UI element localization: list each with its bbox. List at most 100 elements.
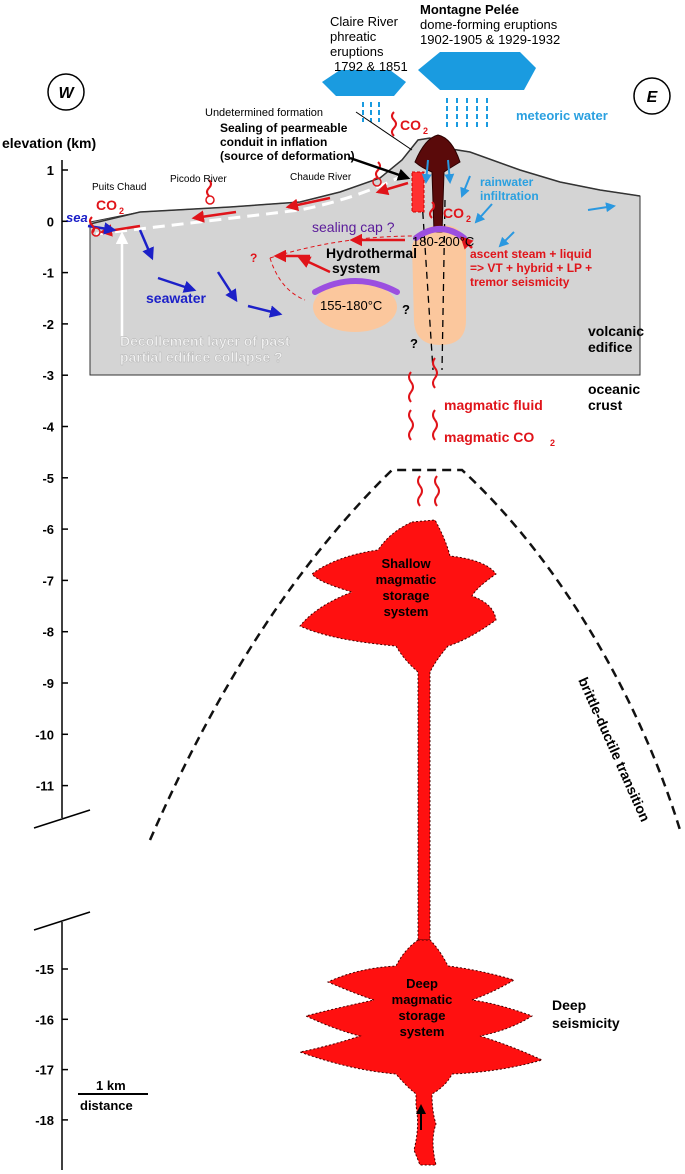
- elevation-tick-label: -1: [42, 266, 54, 281]
- vent-circle-picodo: [205, 195, 215, 205]
- rain-drops-pelee: [446, 98, 488, 130]
- elevation-tick-label: 1: [47, 163, 54, 178]
- axis-break-mark-upper: [33, 809, 91, 829]
- svg-text:2: 2: [466, 214, 471, 224]
- sealing-cap-label: sealing cap ?: [312, 219, 395, 235]
- ground-surface-line: [89, 137, 641, 225]
- seawater-label: seawater: [146, 290, 206, 306]
- magmatic-co2-label: magmatic CO 2: [444, 429, 555, 448]
- scale-bar-value: 1 km: [96, 1078, 126, 1093]
- svg-text:Claire River: Claire River: [330, 14, 399, 29]
- conduit-line-left: [421, 199, 434, 371]
- vent-circle-chaude: [372, 177, 382, 187]
- vent-squiggle-chaude: [375, 161, 381, 179]
- svg-text:dome-forming eruptions: dome-forming eruptions: [420, 17, 558, 32]
- svg-text:conduit in inflation: conduit in inflation: [220, 135, 327, 149]
- rain-arrow-1: [460, 175, 471, 198]
- elevation-deep-tick-label: -18: [35, 1113, 54, 1128]
- rain-arrow-6: [444, 159, 455, 184]
- picodo-river-label: Picodo River: [170, 174, 227, 185]
- svg-text:CO: CO: [443, 205, 464, 221]
- elevation-deep-tick-label: -15: [35, 962, 54, 977]
- sealing-cap-left: [312, 278, 400, 295]
- axis-title: elevation (km): [2, 135, 96, 151]
- svg-text:eruptions: eruptions: [330, 44, 384, 59]
- svg-text:CO: CO: [96, 197, 117, 213]
- seawater-arrow-4: [216, 271, 238, 303]
- svg-text:magmatic: magmatic: [392, 992, 453, 1007]
- svg-text:magmatic: magmatic: [376, 572, 437, 587]
- svg-text:storage: storage: [383, 588, 430, 603]
- svg-text:Sealing of pearmeable: Sealing of pearmeable: [220, 121, 348, 135]
- elevation-tick-label: -11: [36, 779, 54, 794]
- vent-squiggle-picodo: [206, 179, 212, 197]
- brittle-ductile-transition-line: [148, 468, 682, 841]
- svg-text:(source of deformation): (source of deformation): [220, 149, 355, 163]
- deep-seismicity-label-2: seismicity: [552, 1015, 620, 1031]
- axis-ticks-upper: 10-1-2-3-4-5-6-7-8-9-10-11: [35, 163, 68, 794]
- elevation-tick-label: -2: [42, 317, 54, 332]
- vent-circle-puits: [91, 227, 101, 237]
- svg-text:system: system: [384, 604, 429, 619]
- temp-left-label: 155-180°C: [320, 298, 382, 313]
- decollement-label-2: partial edifice collapse ?: [120, 349, 283, 365]
- question-mark-2: ?: [410, 336, 418, 351]
- svg-text:=> VT + hybrid + LP +: => VT + hybrid + LP +: [470, 261, 592, 275]
- shallow-storage-label: Shallow magmatic storage system: [376, 556, 437, 619]
- vent-squiggle-summit: [391, 111, 397, 137]
- svg-text:magmatic CO: magmatic CO: [444, 429, 534, 445]
- brittle-ductile-label: brittle-ductile transition: [575, 675, 653, 824]
- seawater-arrow-2: [138, 229, 154, 261]
- callout-sealing: [349, 156, 411, 181]
- elevation-deep-tick-label: -17: [35, 1063, 54, 1078]
- svg-text:CO: CO: [400, 117, 421, 133]
- red-arrow-8: [460, 236, 474, 250]
- oceanic-crust-label-2: crust: [588, 397, 623, 413]
- elevation-tick-label: -10: [35, 727, 54, 742]
- axis-break-mark-lower: [33, 911, 91, 931]
- west-compass-circle: [47, 73, 85, 111]
- hydrothermal-zone-left: [313, 282, 397, 332]
- deep-storage-label: Deep magmatic storage system: [392, 976, 453, 1039]
- magmatic-fluid-label: magmatic fluid: [444, 397, 543, 413]
- red-dashed-connector-1: [269, 235, 416, 259]
- red-arrow-4: [375, 181, 409, 196]
- elevation-tick-label: -3: [42, 368, 54, 383]
- svg-text:phreatic: phreatic: [330, 29, 377, 44]
- oceanic-crust-label-1: oceanic: [588, 381, 640, 397]
- hydrothermal-label-2: system: [332, 260, 380, 276]
- sealing-conduit-label: Sealing of pearmeable conduit in inflati…: [220, 121, 355, 163]
- svg-text:tremor seismicity: tremor seismicity: [470, 275, 570, 289]
- svg-text:Deep: Deep: [406, 976, 438, 991]
- svg-text:system: system: [400, 1024, 445, 1039]
- svg-text:2: 2: [119, 206, 124, 216]
- undetermined-formation-label: Undetermined formation: [205, 107, 323, 119]
- elevation-tick-label: -7: [42, 573, 54, 588]
- svg-text:1902-1905 & 1929-1932: 1902-1905 & 1929-1932: [420, 32, 560, 47]
- puits-chaud-label: Puits Chaud: [92, 182, 146, 193]
- volcanic-edifice-label-2: edifice: [588, 339, 633, 355]
- east-label: E: [647, 89, 659, 106]
- shallow-magma-chamber: [299, 519, 497, 941]
- question-mark-1: ?: [402, 302, 410, 317]
- ascent-steam-label: ascent steam + liquid => VT + hybrid + L…: [470, 247, 592, 289]
- hydrothermal-zone-right: [412, 225, 466, 345]
- elevation-tick-label: -8: [42, 625, 54, 640]
- svg-text:2: 2: [550, 438, 555, 448]
- elevation-tick-label: 0: [47, 214, 54, 229]
- decollement-label-1: Decollement layer of past: [120, 333, 290, 349]
- svg-text:Montagne Pelée: Montagne Pelée: [420, 2, 519, 17]
- scale-bar-label: distance: [80, 1098, 133, 1113]
- rain-arrow-4: [587, 202, 616, 213]
- red-dashed-connector-2: [269, 257, 306, 301]
- meteoric-water-label: meteoric water: [516, 108, 608, 123]
- co2-label-summit: CO 2: [400, 117, 428, 136]
- question-mark-red: ?: [250, 251, 257, 265]
- seawater-arrow-3: [157, 276, 197, 293]
- montagne-pelee-eruptions-text: Montagne Pelée dome-forming eruptions 19…: [420, 2, 560, 47]
- rainwater-label-1: rainwater: [480, 175, 534, 189]
- svg-text:Shallow: Shallow: [381, 556, 431, 571]
- red-arrow-3: [285, 196, 331, 212]
- deep-magma-chamber: [298, 939, 544, 1166]
- sealing-box: [411, 171, 425, 213]
